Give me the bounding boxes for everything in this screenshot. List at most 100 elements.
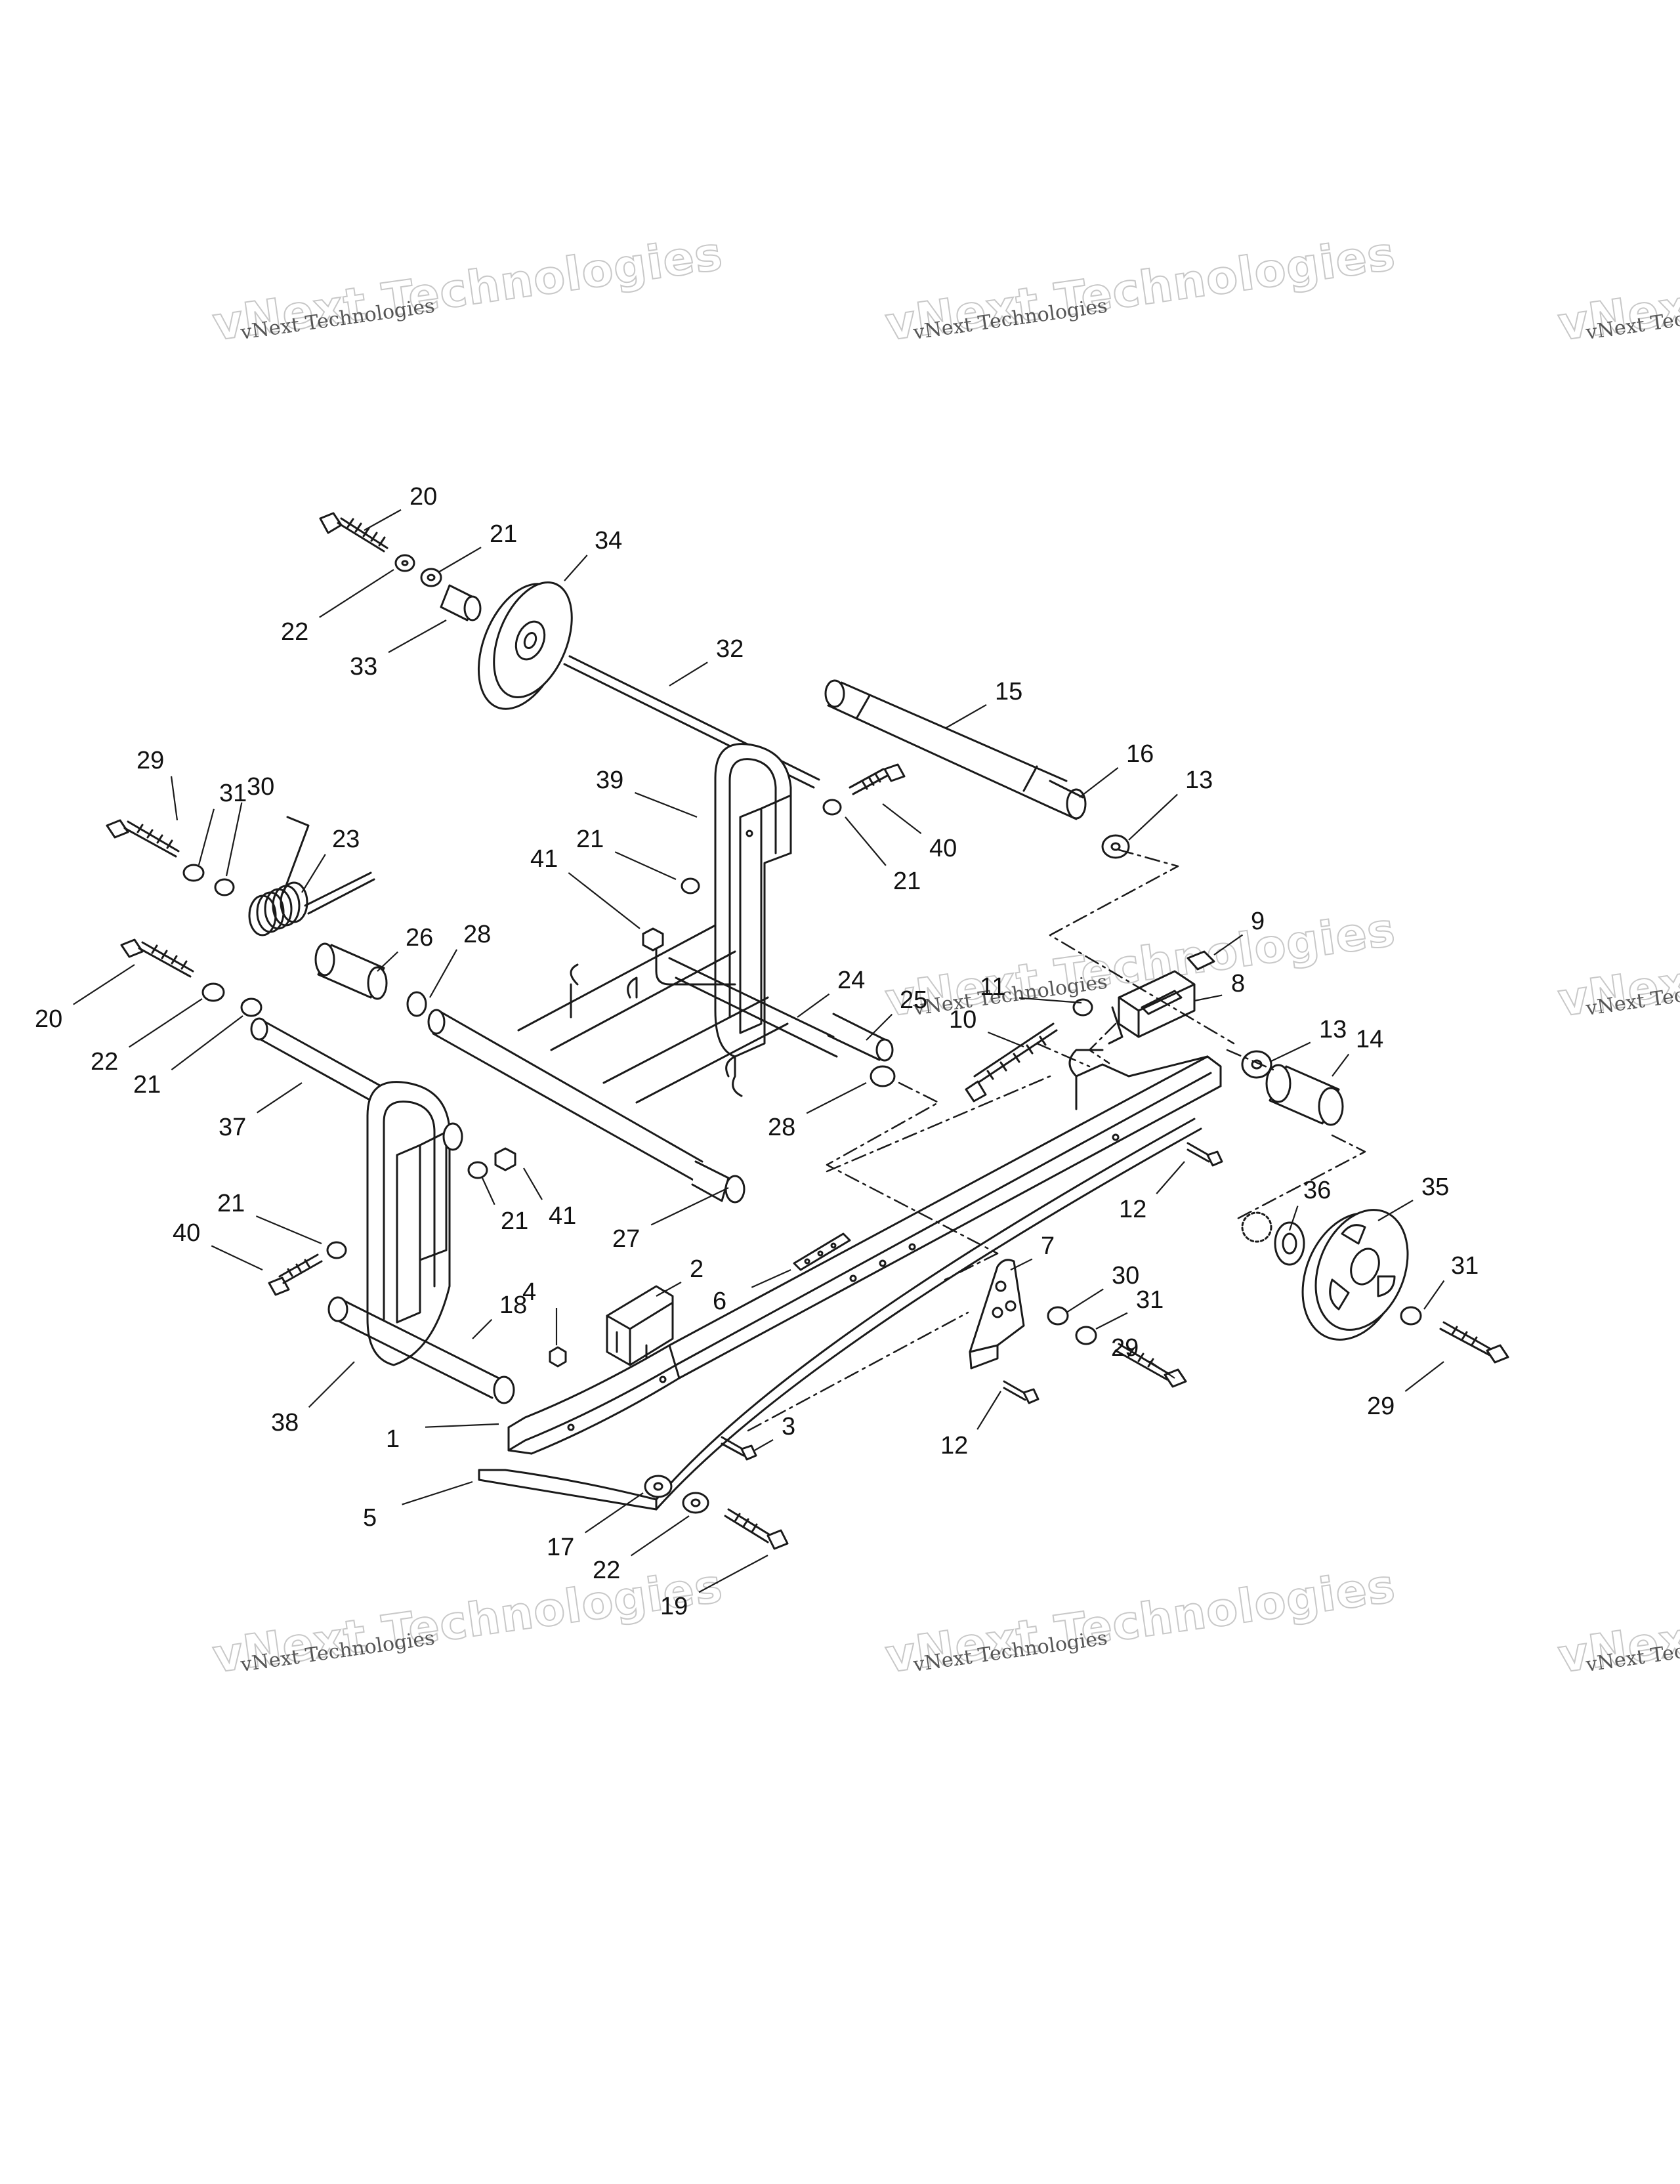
callout-24: 24 bbox=[837, 967, 865, 994]
callout-1: 1 bbox=[386, 1425, 400, 1453]
washer-30b bbox=[1047, 1306, 1069, 1326]
rail-1 bbox=[507, 1049, 1222, 1455]
shaft-24 bbox=[827, 1013, 894, 1062]
callout-leader-15 bbox=[944, 704, 987, 729]
callout-leader-24 bbox=[797, 993, 830, 1018]
callout-21: 21 bbox=[893, 868, 921, 895]
callout-29: 29 bbox=[136, 747, 164, 774]
washer-13b bbox=[1241, 1050, 1272, 1079]
callout-25: 25 bbox=[900, 986, 927, 1014]
callout-14: 14 bbox=[1356, 1026, 1383, 1053]
bushing-33 bbox=[440, 584, 482, 621]
callout-5: 5 bbox=[363, 1504, 377, 1532]
callout-17: 17 bbox=[547, 1534, 574, 1561]
callout-leader-3 bbox=[754, 1439, 774, 1451]
callout-leader-6 bbox=[751, 1269, 791, 1288]
callout-leader-19 bbox=[698, 1555, 768, 1593]
washer-22c bbox=[682, 1492, 709, 1514]
nut-41 bbox=[494, 1147, 516, 1171]
callout-leader-13 bbox=[1269, 1041, 1311, 1062]
bolt-40 bbox=[849, 763, 906, 795]
callout-leader-23 bbox=[301, 854, 326, 893]
washer-31c bbox=[1400, 1306, 1422, 1326]
callout-leader-10 bbox=[988, 1031, 1024, 1048]
washer-22 bbox=[394, 554, 415, 572]
callout-leader-30 bbox=[1066, 1288, 1104, 1313]
shaft-15 bbox=[824, 679, 1087, 820]
bolt-10 bbox=[965, 1022, 1058, 1102]
callout-leader-28 bbox=[429, 949, 458, 998]
callout-13: 13 bbox=[1319, 1016, 1347, 1043]
bolt-12 bbox=[1003, 1142, 1223, 1404]
callout-leader-12 bbox=[976, 1391, 1001, 1430]
callout-leader-29 bbox=[170, 776, 178, 821]
callout-leader-26 bbox=[377, 951, 398, 972]
callout-40: 40 bbox=[929, 835, 957, 862]
callout-leader-25 bbox=[866, 1013, 893, 1041]
callout-leader-40 bbox=[211, 1245, 263, 1270]
callout-leader-9 bbox=[1213, 934, 1244, 956]
callout-29: 29 bbox=[1111, 1334, 1139, 1362]
callout-leader-14 bbox=[1332, 1053, 1350, 1077]
washer-17 bbox=[644, 1475, 673, 1498]
callout-13: 13 bbox=[1185, 766, 1213, 794]
center-frame bbox=[427, 924, 838, 1204]
callout-28: 28 bbox=[463, 921, 491, 948]
bolt-40b bbox=[268, 1253, 323, 1296]
callout-leader-22 bbox=[129, 998, 203, 1048]
callout-21: 21 bbox=[217, 1190, 245, 1217]
callout-leader-27 bbox=[650, 1187, 729, 1226]
callout-leader-41 bbox=[568, 872, 640, 929]
callout-22: 22 bbox=[281, 618, 308, 646]
nut-11 bbox=[1072, 998, 1093, 1017]
callout-leader-1 bbox=[425, 1423, 499, 1428]
callout-21: 21 bbox=[501, 1208, 528, 1235]
callout-leader-40 bbox=[882, 803, 922, 834]
callout-34: 34 bbox=[595, 527, 622, 555]
sleeve-26 bbox=[314, 942, 388, 1000]
callout-41: 41 bbox=[549, 1202, 576, 1230]
callout-30: 30 bbox=[247, 773, 274, 801]
callout-16: 16 bbox=[1126, 740, 1154, 768]
callout-31: 31 bbox=[219, 780, 247, 807]
callout-leader-21 bbox=[845, 816, 887, 866]
wheel-34 bbox=[477, 581, 573, 710]
callout-leader-37 bbox=[257, 1082, 303, 1114]
bolt-29c bbox=[1439, 1321, 1509, 1364]
callout-6: 6 bbox=[713, 1288, 726, 1315]
callout-20: 20 bbox=[35, 1005, 62, 1033]
bushing-14 bbox=[1265, 1064, 1344, 1126]
callout-4: 4 bbox=[522, 1278, 536, 1306]
callout-leader-13 bbox=[1128, 793, 1178, 841]
callout-18: 18 bbox=[499, 1292, 527, 1319]
callout-leader-29 bbox=[1149, 1360, 1175, 1379]
washer-22b bbox=[201, 982, 225, 1002]
bushing-28b bbox=[870, 1065, 896, 1087]
callout-35: 35 bbox=[1421, 1173, 1449, 1201]
callout-leader-20 bbox=[73, 964, 135, 1005]
callout-leader-18 bbox=[472, 1318, 493, 1339]
bolt-20 bbox=[319, 512, 388, 553]
callout-leader-5 bbox=[402, 1480, 473, 1505]
callout-31: 31 bbox=[1136, 1286, 1164, 1314]
callout-leader-22 bbox=[630, 1515, 690, 1557]
callout-leader-7 bbox=[1010, 1258, 1033, 1270]
callout-leader-38 bbox=[308, 1361, 355, 1408]
callout-7: 7 bbox=[1041, 1232, 1055, 1260]
callout-8: 8 bbox=[1231, 970, 1245, 998]
callout-leader-31 bbox=[198, 808, 215, 866]
callout-leader-21 bbox=[255, 1215, 322, 1245]
nut-9 bbox=[1186, 950, 1215, 971]
callout-38: 38 bbox=[271, 1409, 299, 1437]
callout-leader-2 bbox=[656, 1281, 682, 1297]
callout-leader-33 bbox=[388, 620, 447, 654]
washer-30 bbox=[214, 878, 235, 896]
callout-21: 21 bbox=[490, 520, 517, 548]
washer-31 bbox=[182, 864, 205, 882]
callout-37: 37 bbox=[219, 1114, 246, 1141]
arm-38 bbox=[327, 1081, 515, 1404]
callout-27: 27 bbox=[612, 1225, 640, 1253]
bracket-7 bbox=[969, 1259, 1025, 1370]
callout-12: 12 bbox=[1119, 1196, 1146, 1223]
bearing-36 bbox=[1241, 1211, 1305, 1266]
